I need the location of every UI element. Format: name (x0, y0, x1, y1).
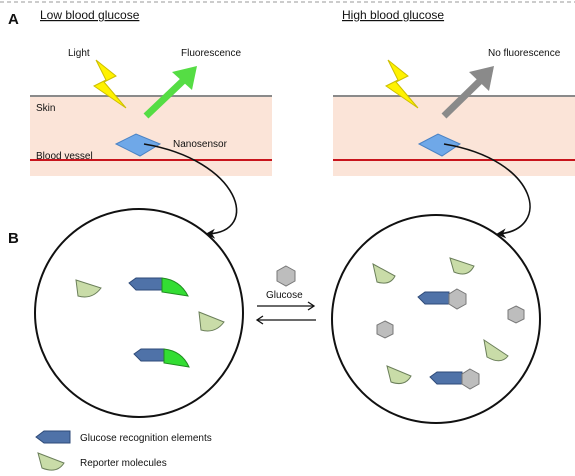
reporter-molecule (75, 279, 102, 298)
recognition-element (133, 348, 165, 362)
glucose-molecule-icon (448, 288, 467, 310)
reporter-molecule (372, 263, 396, 284)
reporter-molecule (449, 257, 475, 275)
left-zoom-arrow (143, 143, 238, 239)
reporter-molecule (386, 365, 412, 384)
legend-recognition-label: Glucose recognition elements (80, 433, 212, 444)
light-label: Light (68, 48, 90, 59)
panel-a-right-title: High blood glucose (342, 8, 444, 22)
legend: Glucose recognition elements Reporter mo… (35, 430, 212, 471)
left-nanosensor-icon (114, 133, 162, 157)
bound-sensor-complex (133, 348, 190, 368)
glucose-bound-sensor (429, 368, 480, 390)
recognition-element (128, 277, 163, 291)
glucose-molecule-icon (276, 265, 296, 287)
reporter-molecule (483, 338, 509, 362)
glucose-molecule-icon (376, 320, 394, 339)
fluorescence-label: Fluorescence (181, 48, 241, 59)
reverse-arrow (255, 315, 316, 325)
recognition-element (417, 291, 450, 305)
skin-label: Skin (36, 103, 55, 114)
right-lightning-icon (385, 59, 419, 109)
fluorescent-reporter (161, 277, 189, 297)
fluorescent-reporter (163, 348, 190, 368)
recognition-element (429, 371, 463, 385)
right-nanosensor-icon (417, 133, 462, 157)
panel-b-letter: B (8, 230, 19, 247)
panel-a-letter: A (8, 11, 19, 28)
bound-sensor-complex (128, 277, 189, 297)
reporter-molecule (198, 311, 225, 332)
forward-arrow (257, 301, 316, 311)
legend-reporter-label: Reporter molecules (80, 458, 167, 469)
left-lightning-icon (93, 59, 127, 109)
no-fluorescence-arrow-icon (441, 66, 494, 119)
equilibrium-glucose-label: Glucose (266, 290, 303, 301)
nanosensor-label: Nanosensor (173, 139, 228, 150)
right-sensor-circle (331, 214, 541, 424)
glucose-molecule-icon (507, 305, 525, 324)
left-sensor-circle (34, 208, 244, 418)
fluorescence-arrow-icon (143, 66, 197, 119)
right-zoom-arrow (443, 143, 531, 239)
legend-reporter-icon (37, 452, 65, 471)
blood-vessel-label: Blood vessel (36, 151, 93, 162)
panel-a-left-title: Low blood glucose (40, 8, 140, 22)
glucose-molecule-icon (461, 368, 480, 390)
no-fluorescence-label: No fluorescence (488, 48, 561, 59)
legend-recognition-icon (35, 430, 71, 444)
glucose-bound-sensor (417, 288, 467, 310)
